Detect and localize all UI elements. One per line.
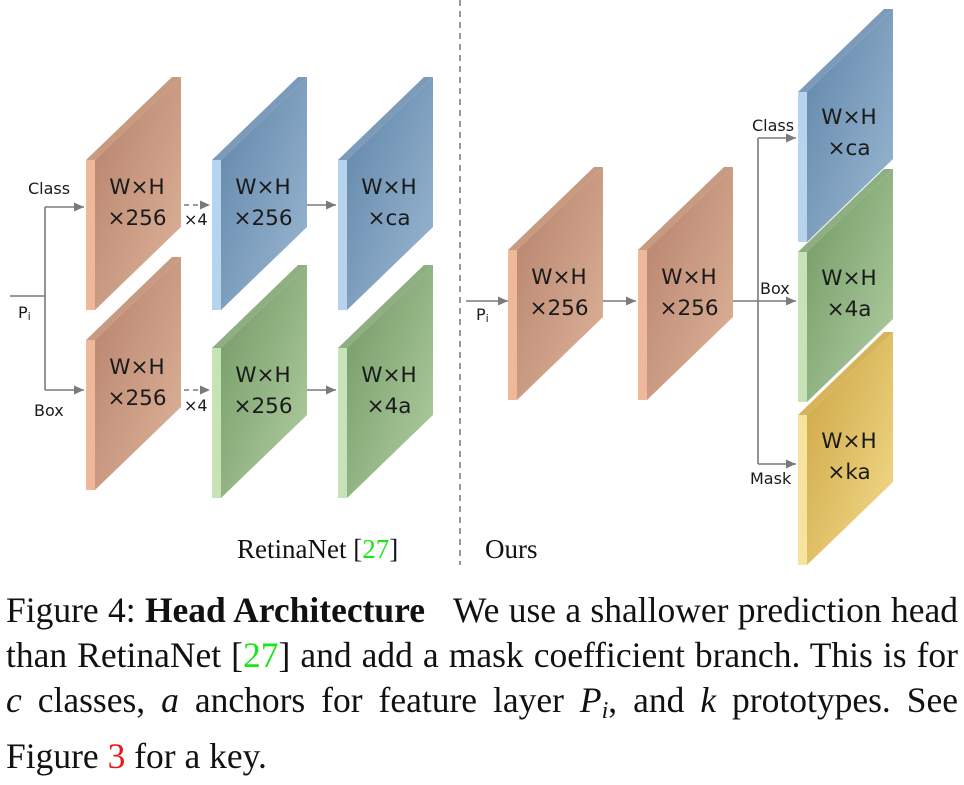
caption-title: Head Architecture: [144, 590, 426, 630]
ours-box-label: Box: [760, 279, 790, 298]
ours-class-label: Class: [752, 116, 794, 135]
svg-text:W×H: W×H: [235, 363, 290, 388]
svg-text:×ka: ×ka: [827, 460, 870, 485]
ours-connectors: [466, 133, 796, 469]
ours-mask-out-block: W×H ×ka: [798, 332, 893, 565]
svg-text:×256: ×256: [529, 296, 588, 321]
svg-text:×256: ×256: [659, 296, 718, 321]
svg-text:W×H: W×H: [109, 175, 164, 200]
retinanet-class-mid-block: W×H ×256: [212, 77, 307, 310]
svg-text:×256: ×256: [233, 394, 292, 419]
caption-ref-27[interactable]: 27: [242, 635, 279, 675]
svg-text:×4a: ×4a: [827, 297, 872, 322]
ours-box-out-block: W×H ×4a: [798, 169, 893, 402]
svg-text:W×H: W×H: [821, 266, 876, 291]
retinanet-input-label: Pi: [18, 303, 31, 323]
svg-text:W×H: W×H: [661, 265, 716, 290]
retinanet-class-in-block: W×H ×256: [86, 77, 181, 310]
svg-text:W×H: W×H: [109, 355, 164, 380]
ours-block-1: W×H ×256: [508, 167, 603, 400]
svg-text:W×H: W×H: [361, 363, 416, 388]
svg-text:W×H: W×H: [821, 429, 876, 454]
retinanet-class-label: Class: [28, 179, 70, 198]
ours-input-label: Pi: [476, 305, 489, 325]
svg-text:×256: ×256: [233, 206, 292, 231]
ours-section-label: Ours: [485, 534, 538, 564]
retinanet-repeat-bottom: ×4: [184, 396, 208, 415]
svg-text:W×H: W×H: [821, 105, 876, 130]
retinanet-section: Pi Class Box ×4 ×4 W×H ×256 W×H ×256 W×H…: [10, 77, 433, 564]
svg-text:×ca: ×ca: [827, 136, 870, 161]
retinanet-repeat-top: ×4: [184, 210, 208, 229]
ours-section: Pi Class Box Mask W×H ×256 W×H ×256 W×H …: [466, 9, 893, 565]
svg-text:×256: ×256: [107, 386, 166, 411]
retinanet-class-out-block: W×H ×ca: [338, 77, 433, 310]
retinanet-box-label: Box: [34, 401, 64, 420]
svg-text:×4a: ×4a: [367, 394, 412, 419]
ours-mask-label: Mask: [750, 469, 792, 488]
svg-text:W×H: W×H: [361, 175, 416, 200]
svg-text:×256: ×256: [107, 206, 166, 231]
head-architecture-diagram: Pi Class Box ×4 ×4 W×H ×256 W×H ×256 W×H…: [10, 0, 893, 565]
figure-caption: Figure 4: Head Architecture We use a sha…: [6, 590, 958, 776]
ours-class-out-block: W×H ×ca: [798, 9, 893, 242]
retinanet-box-out-block: W×H ×4a: [338, 265, 433, 498]
retinanet-box-in-block: W×H ×256: [86, 257, 181, 490]
svg-text:W×H: W×H: [531, 265, 586, 290]
ours-block-2: W×H ×256: [638, 167, 733, 400]
svg-text:W×H: W×H: [235, 175, 290, 200]
caption-ref-figure-3[interactable]: 3: [107, 736, 126, 776]
retinanet-box-mid-block: W×H ×256: [212, 265, 307, 498]
retinanet-section-label: RetinaNet [27]: [237, 534, 398, 564]
svg-text:×ca: ×ca: [367, 206, 410, 231]
